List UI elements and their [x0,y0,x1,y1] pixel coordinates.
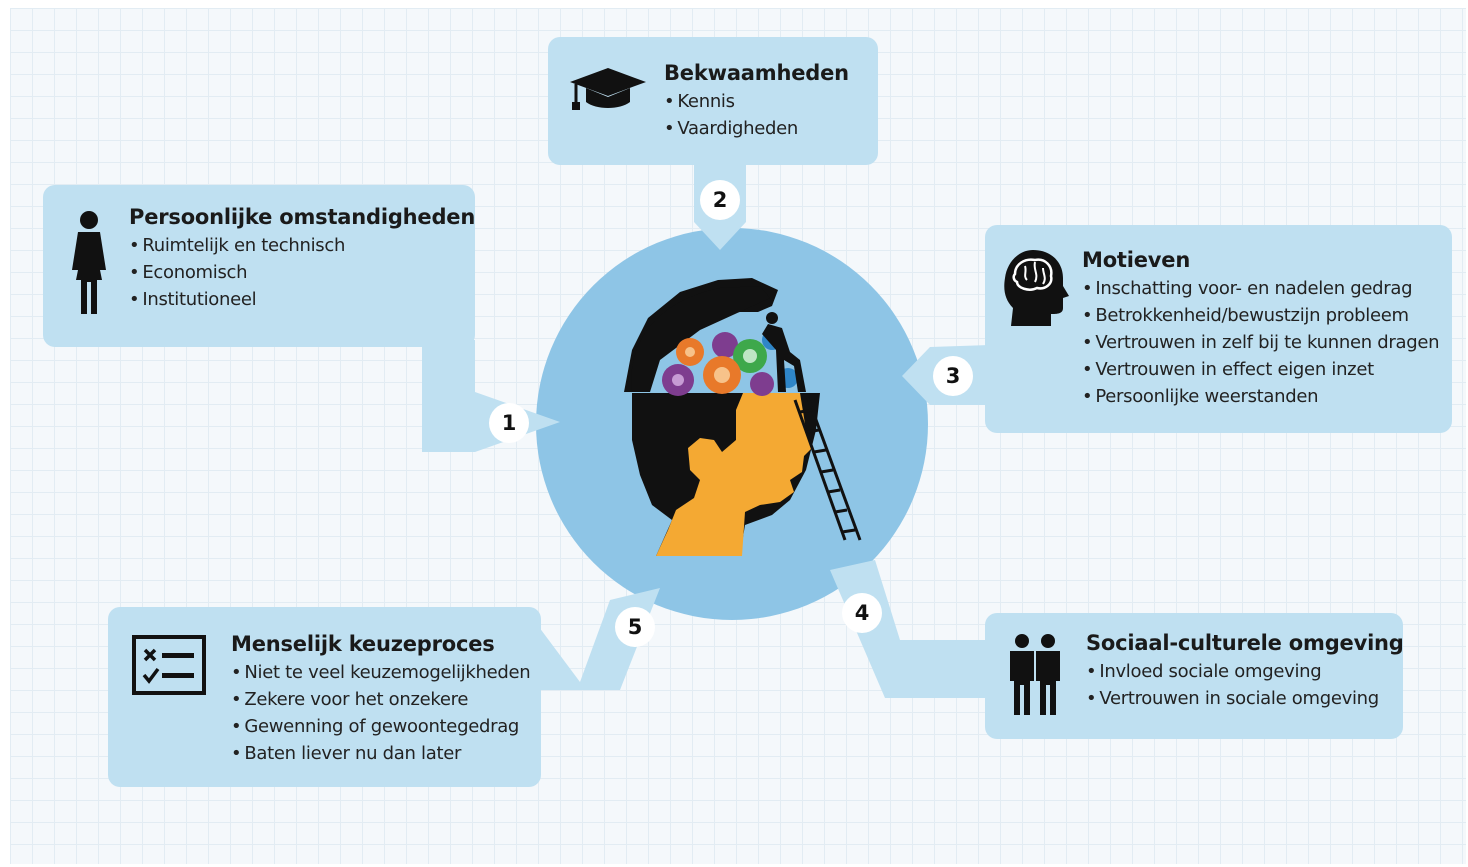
list-item: Inschatting voor- en nadelen gedrag [1082,275,1439,302]
factor-1-title: Persoonlijke omstandigheden [129,205,476,229]
list-item: Economisch [129,259,475,286]
person-icon [72,211,106,314]
factor-4-text: Sociaal-culturele omgeving Invloed socia… [1086,631,1404,712]
list-item: Baten liever nu dan later [231,740,530,767]
list-item: Institutioneel [129,286,475,313]
factor-3-list: Inschatting voor- en nadelen gedrag Betr… [1082,275,1439,410]
list-item: Vertrouwen in effect eigen inzet [1082,356,1439,383]
list-item: Kennis [664,88,849,115]
number-badge-4: 4 [842,593,882,633]
list-item: Vertrouwen in sociale omgeving [1086,685,1404,712]
number-badge-1: 1 [489,403,529,443]
factor-5-list: Niet te veel keuzemogelijkheden Zekere v… [231,659,530,767]
factor-2-text: Bekwaamheden Kennis Vaardigheden [664,61,849,142]
factor-2-list: Kennis Vaardigheden [664,88,849,142]
list-item: Invloed sociale omgeving [1086,658,1404,685]
list-item: Ruimtelijk en technisch [129,232,475,259]
factor-3-title: Motieven [1082,248,1191,272]
checklist-icon [132,635,206,695]
factor-3-text: Motieven Inschatting voor- en nadelen ge… [1082,248,1440,410]
brain-head-icon [1004,250,1069,326]
list-item: Gewenning of gewoontegedrag [231,713,530,740]
number-badge-3: 3 [933,356,973,396]
two-people-icon [1010,634,1060,715]
number-badge-2: 2 [700,180,740,220]
factor-5-title: Menselijk keuzeproces [231,632,495,656]
list-item: Niet te veel keuzemogelijkheden [231,659,530,686]
list-item: Persoonlijke weerstanden [1082,383,1439,410]
graduation-cap-icon [570,68,646,110]
list-item: Vertrouwen in zelf bij te kunnen dragen [1082,329,1439,356]
head-illustration [624,278,862,556]
list-item: Zekere voor het onzekere [231,686,530,713]
factor-4-list: Invloed sociale omgeving Vertrouwen in s… [1086,658,1404,712]
factor-5-text: Menselijk keuzeproces Niet te veel keuze… [231,632,531,767]
factor-1-text: Persoonlijke omstandigheden Ruimtelijk e… [129,205,475,313]
number-badge-5: 5 [615,607,655,647]
list-item: Vaardigheden [664,115,849,142]
factor-2-title: Bekwaamheden [664,61,849,85]
list-item: Betrokkenheid/bewustzijn probleem [1082,302,1439,329]
factor-4-title: Sociaal-culturele omgeving [1086,631,1404,655]
factor-1-list: Ruimtelijk en technisch Economisch Insti… [129,232,475,313]
